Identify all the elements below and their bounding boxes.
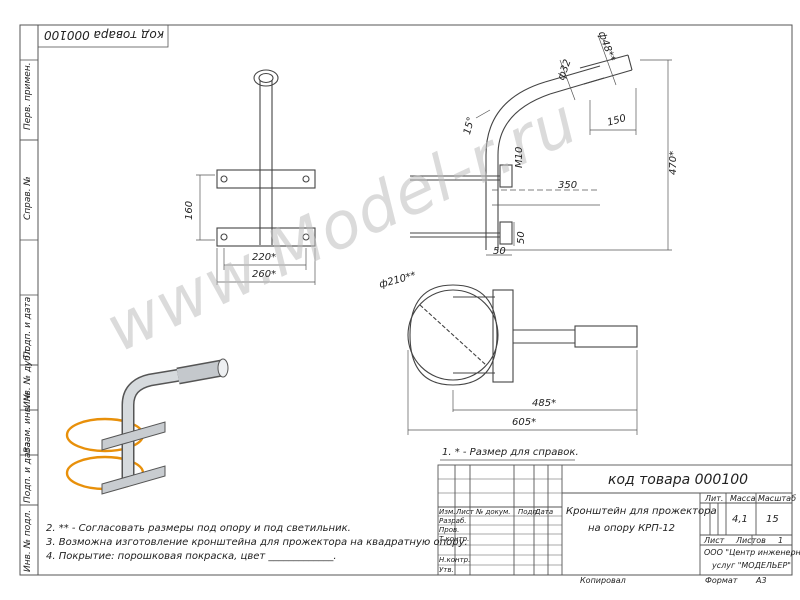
mass-value: 4,1 [732,514,748,525]
dim-m10: М10 [514,146,525,168]
dim-50-vertical: 50 [516,231,527,244]
isometric-view [65,358,229,495]
role-tkontr: Т.контр. [439,535,470,543]
role-prov: Пров. [439,526,460,534]
note-3: 3. Возможна изготовление кронштейна для … [46,537,468,548]
side-label-sprav: Справ. № [23,176,33,220]
dim-50-horizontal: 50 [493,246,506,257]
side-view-dims [475,34,672,256]
dim-260: 260* [252,269,277,280]
sheets-label: Листов [736,536,766,545]
title-block [437,464,793,576]
note-4: 4. Покрытие: порошковая покраска, цвет _… [46,551,337,562]
dim-160: 160 [184,200,195,220]
dim-605: 605* [512,417,537,428]
org-line2: услуг "МОДЕЛЬЕР" [712,561,791,570]
top-product-code: код товара 000100 [43,28,164,42]
role-nkontr: Н.контр. [439,556,471,564]
side-label-perv-primen: Перв. примен. [23,62,33,130]
role-razrab: Разраб. [439,517,467,525]
title-code: код товара 000100 [608,472,749,488]
row-data: Дата [535,508,554,516]
plan-view-dims [407,350,638,435]
row-podp: Подп. [518,508,540,516]
scale-value: 15 [766,514,779,525]
top-code-box [37,24,169,48]
side-label-inv-podl: Инв. № подл. [23,509,33,572]
side-view [410,54,633,250]
front-view [216,69,316,247]
note-2: 2. ** - Согласовать размеры под опору и … [46,523,351,534]
dim-220: 220* [252,252,277,263]
row-izm: Изм. [439,508,456,516]
front-view-dims [196,174,316,285]
row-dokum: № докум. [476,508,511,516]
sheet-label: Лист [704,536,725,545]
plan-view [407,284,638,386]
hdr-lit: Лит. [705,494,724,503]
title-name-line2: на опору КРП-12 [588,523,676,534]
format-value: А3 [756,576,767,585]
side-strip [19,59,39,576]
row-list: Лист [456,508,474,516]
org-line1: ООО "Центр инженерных [704,548,800,557]
side-label-podp-data-2: Подп. и дата [23,441,33,503]
copied-label: Копировал [580,576,626,585]
dim-485: 485* [532,398,557,409]
dim-350: 350 [558,180,578,191]
dim-470: 470* [668,150,679,175]
note-1: 1. * - Размер для справок. [442,447,579,458]
hdr-mass: Масса [730,494,756,503]
role-utv: Утв. [439,566,454,574]
format-label: Формат [705,576,738,585]
title-name-line1: Кронштейн для прожектора [566,506,717,517]
hdr-scale: Масштаб [758,494,797,503]
sheets-value: 1 [778,536,784,545]
